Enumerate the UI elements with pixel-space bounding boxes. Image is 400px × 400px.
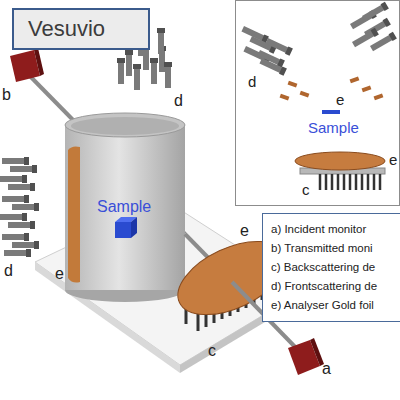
callout-letter: e [389,151,397,169]
detector-tube [157,28,165,54]
callout-letter: e [55,265,64,283]
sample-tank [65,125,185,290]
detector-tine [319,174,322,190]
callout-letter: c [208,342,216,360]
callout-letter: d [174,92,183,110]
gold-foil [362,85,372,92]
detector-tube [164,62,172,88]
callout-letter: b [2,86,11,104]
tank-opening [71,117,179,135]
detector-tube [133,64,141,90]
gold-foil [288,81,298,88]
detector-tine [337,174,340,190]
sample-label: Sample [308,119,359,137]
detector-tube [150,58,158,84]
detector-tine [343,174,346,190]
detector-tube [0,213,27,221]
key-entry: e) Analyser Gold foil [271,296,396,315]
detector-tube [370,32,397,52]
gold-foil [374,93,384,100]
detector-tube [265,37,293,56]
detector-tube [12,203,39,211]
detector-tube [0,175,27,183]
detector-tube [259,57,287,76]
inset-panel: deSampleec [235,0,400,206]
sample-label: Sample [97,198,151,216]
detector-tube [4,249,31,257]
title-box: Vesuvio [12,8,150,50]
key-entry: a) Incident monitor [271,220,396,239]
detector-tines [320,174,380,190]
key-entry: d) Frontscattering de [271,277,396,296]
callout-letter: c [302,181,310,199]
detector-tube [12,241,39,249]
callout-letter: e [336,91,344,109]
monitor-side [34,48,44,76]
detector-tine [367,174,370,190]
sample-cube [115,222,131,238]
sample-cube-side [131,217,137,238]
key-entry: c) Backscattering de [271,258,396,277]
detector-tube [10,165,37,173]
detector-tine [373,174,376,190]
detector-tine [355,174,358,190]
monitor-side [310,338,324,366]
tank-top [65,113,185,137]
detector-tine [379,174,382,190]
callout-letter: d [248,73,256,91]
gold-foil [280,94,290,101]
detector-tube [8,221,35,229]
detector-tine [325,174,328,190]
detector-tube [8,183,35,191]
detector-tine [361,174,364,190]
detector-tube [2,233,29,241]
callout-letter: a [322,360,331,378]
diagram-title: Vesuvio [14,16,105,42]
key-panel: a) Incident monitorb) Transmitted monic)… [262,213,400,322]
detector-tine [349,174,352,190]
callout-letter: d [4,262,13,280]
callout-letter: e [240,222,249,240]
key-entry: b) Transmitted moni [271,239,396,258]
detector-tube [2,157,29,165]
detector-tube [125,50,133,76]
sample-bar [322,110,340,114]
gold-foil [350,76,360,83]
detector-tube [2,195,29,203]
analyser-disc [295,152,385,170]
gold-foil [300,91,310,98]
detector-tine [331,174,334,190]
gold-foil [68,146,80,282]
detector-tube [117,58,125,84]
